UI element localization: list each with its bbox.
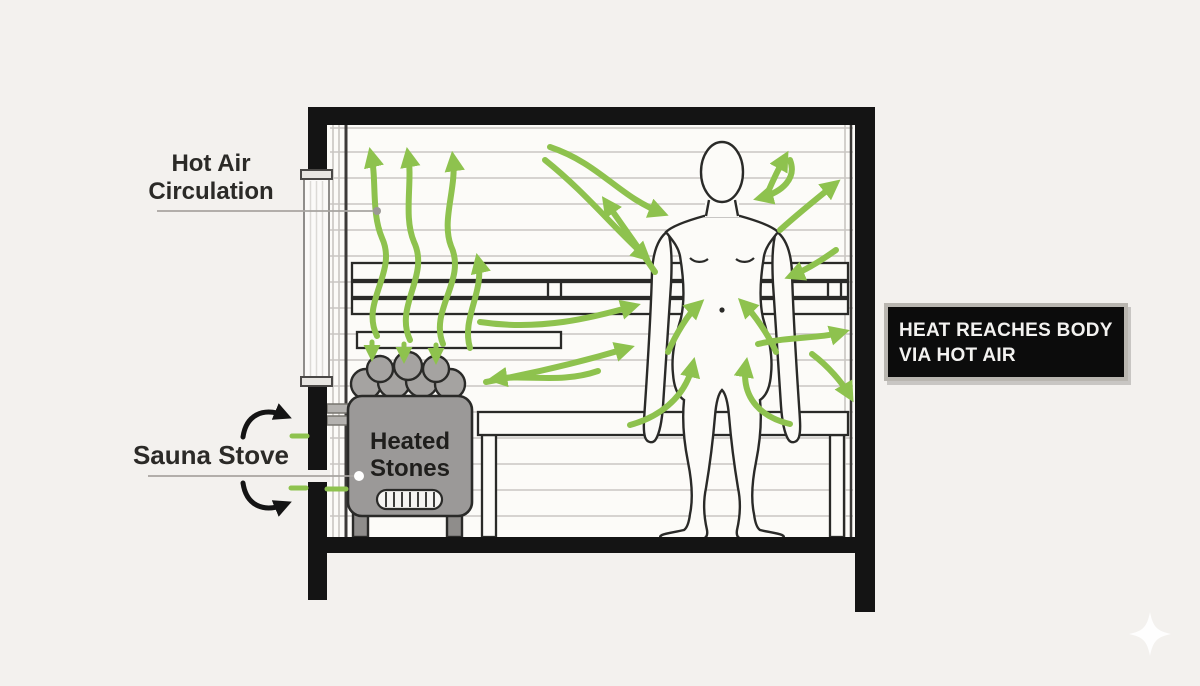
hot-air-leader-dot <box>373 207 381 215</box>
hot-air-circulation-label: Hot Air Circulation <box>121 150 301 206</box>
flow-arrow <box>737 297 779 355</box>
intake-arrow <box>240 403 292 440</box>
flow-arrow <box>601 196 658 275</box>
heat-reaches-body-callout: HEAT REACHES BODY VIA HOT AIR <box>884 303 1128 381</box>
flow-arrow <box>486 366 601 388</box>
inner-wall-edge-lines <box>344 125 853 537</box>
figure-left-arm <box>642 229 673 444</box>
stove-leg <box>351 512 370 539</box>
sauna-stove-leader-dot <box>354 471 364 481</box>
figure-neck-lines <box>704 199 740 217</box>
callout-line1: HEAT REACHES BODY <box>899 320 1113 341</box>
figure-chest-marks <box>689 257 755 263</box>
upper-bench-support <box>826 280 843 299</box>
vent-pipe-stripes <box>309 181 324 376</box>
vent-pipe <box>300 169 333 387</box>
sparkle-icon <box>1129 612 1171 656</box>
room-structure <box>308 107 875 612</box>
sauna-stove-unit <box>326 350 474 539</box>
lower-bench-leg <box>828 433 846 539</box>
hot-air-label-line2: Circulation <box>148 178 274 205</box>
floor <box>312 537 870 553</box>
lower-bench-leg <box>480 433 498 539</box>
left-wall-upper <box>308 124 327 172</box>
left-wall-lower <box>308 385 327 600</box>
stove-wall-bracket <box>326 415 349 426</box>
flow-arrow <box>477 299 641 328</box>
callout-line2: VIA HOT AIR <box>899 345 1016 366</box>
right-wall <box>855 124 875 612</box>
flow-arrow <box>364 147 390 339</box>
grille-bars <box>385 492 435 507</box>
flow-arrow <box>753 157 795 205</box>
figure-neck <box>705 198 739 217</box>
heated-stones-label: Heated Stones <box>348 428 472 482</box>
stove-wall-bracket <box>326 403 349 414</box>
hot-air-label-line1: Hot Air <box>171 150 251 177</box>
human-figure <box>642 140 802 541</box>
flow-arrow <box>400 146 422 343</box>
hot-air-flow-arrows <box>363 144 854 428</box>
air-intake-arrows <box>240 403 292 517</box>
sauna-stove-label: Sauna Stove <box>132 440 290 470</box>
ceiling-wall <box>308 107 875 125</box>
figure-torso-and-legs <box>659 214 785 541</box>
figure-head <box>699 140 745 204</box>
stove-body <box>346 394 474 518</box>
figure-navel <box>719 307 725 313</box>
flow-arrow <box>784 247 839 281</box>
upper-bench-support <box>546 280 563 299</box>
flow-arrow <box>627 357 701 428</box>
flow-arrow <box>777 179 841 233</box>
stove-leg <box>445 512 464 539</box>
heated-stones-line1: Heated <box>369 428 451 455</box>
green-vent-lines <box>288 433 349 492</box>
heated-stones-line2: Stones <box>369 455 450 482</box>
flow-arrow <box>765 150 789 195</box>
flow-arrow <box>733 356 793 427</box>
flow-arrow <box>465 253 491 351</box>
vent-pipe-top-cap <box>300 169 333 180</box>
flow-arrow <box>809 351 854 403</box>
flow-arrow <box>547 144 669 218</box>
flow-arrow <box>665 299 705 355</box>
flow-arrow <box>755 325 850 347</box>
vent-pipe-bottom-cap <box>300 376 333 387</box>
flow-arrow <box>436 150 465 347</box>
label-leader-lines <box>148 207 381 482</box>
bench-step <box>355 330 563 350</box>
intake-arrow <box>240 480 292 517</box>
